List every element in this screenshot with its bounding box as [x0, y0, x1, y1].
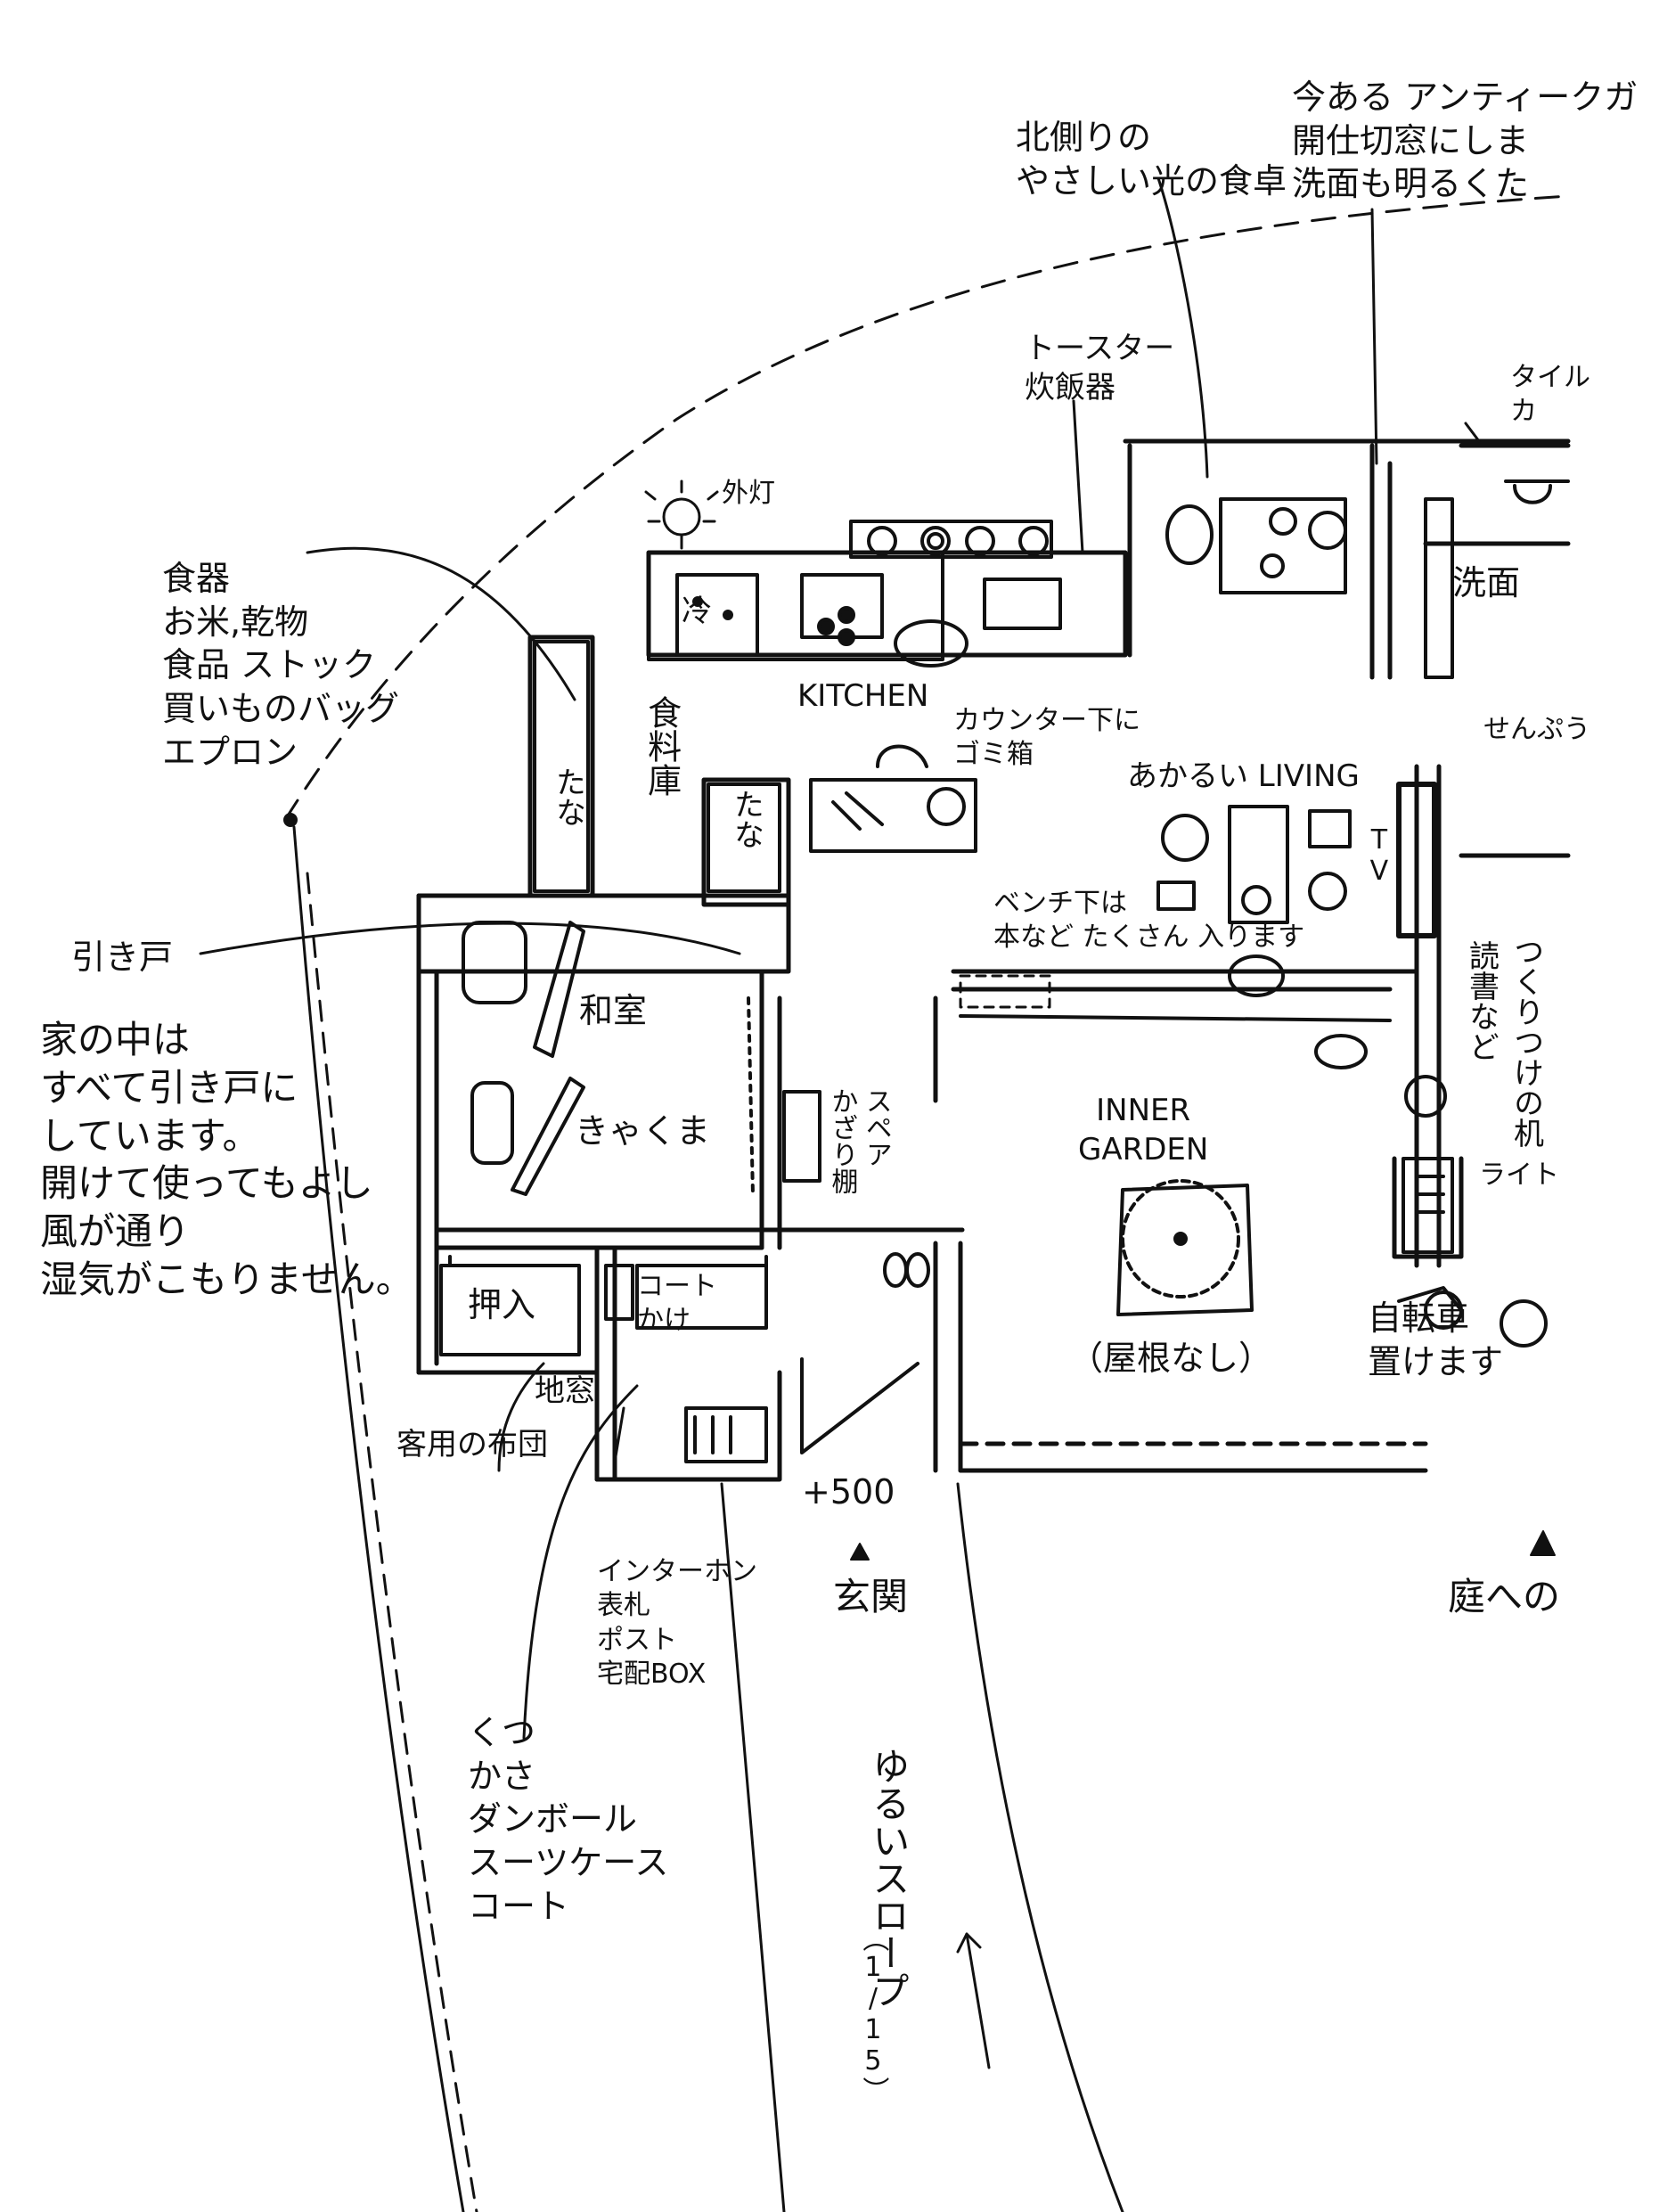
inner-garden-tree: [1116, 1179, 1254, 1316]
floor-window-label: 地窓: [535, 1373, 595, 1409]
kitchen-label: KITCHEN: [797, 678, 929, 714]
reading-note: 読書など: [1463, 940, 1500, 1061]
entrance-label: 玄関: [833, 1575, 909, 1618]
slope-ratio-label: （1/15）: [857, 1925, 889, 2103]
washroom-label: 洗面: [1452, 563, 1521, 602]
bench-line: [959, 1014, 1392, 1022]
toaster-note: トースター 炊飯器: [1025, 331, 1175, 406]
closet-label: 押入: [468, 1285, 536, 1324]
guest-futon-label: 客用の布団: [396, 1427, 548, 1462]
built-in-desk-note: つくりつけの机: [1508, 936, 1544, 1148]
leader-lines: [199, 176, 1481, 2212]
living-furniture: [1156, 497, 1437, 1069]
antique-window-note: 今ある アンティークガ 開仕切窓にしま 洗面も明るくた: [1292, 78, 1639, 204]
site-boundary-left: [292, 825, 465, 2212]
walls: [416, 438, 1571, 1482]
shelf-label-pantry: たな: [728, 789, 764, 849]
site-boundary-curve: [283, 194, 1570, 822]
washitsu-label: 和室: [579, 991, 648, 1030]
sliding-door-note: 家の中は すべて引き戸に しています。 開けて使ってもよし 風が通り 湿気がこも…: [40, 1018, 413, 1301]
fan-label: せんぷう: [1483, 714, 1590, 745]
slope-label: ゆるいスロープ: [866, 1747, 911, 2009]
north-light-note: 北側りの やさしい光の食卓: [1016, 118, 1287, 201]
garden-path-label: 庭への: [1448, 1575, 1561, 1618]
entry-storage-list: くつ かさ ダンボール スーツケース コート: [468, 1713, 669, 1926]
inner-garden-label: INNER GARDEN: [1078, 1093, 1209, 1167]
pantry-storage-list: 食器 お米,乾物 食品 ストック 買いものバッグ エプロン: [162, 559, 400, 772]
fridge-label: 冷: [682, 594, 712, 629]
coat-hanger-label: コート かけ: [637, 1271, 717, 1337]
outdoor-light-label: 外灯: [722, 478, 775, 509]
intercom-note: インターホン 表札 ポスト 宅配BOX: [597, 1556, 757, 1691]
living-label: あかるい LIVING: [1127, 758, 1360, 794]
shelf-left: [533, 640, 590, 893]
no-roof-label: （屋根なし）: [1069, 1339, 1273, 1378]
right-fixtures: [1397, 479, 1570, 1348]
light-label: ライト: [1479, 1159, 1559, 1191]
boundary-point: [283, 813, 298, 827]
kitchen-counter: [647, 520, 1062, 668]
display-shelf-label: スペア かざり棚: [826, 1087, 892, 1194]
sliding-door-label: 引き戸: [71, 938, 174, 977]
tile-note: タイル カ: [1510, 362, 1590, 428]
pantry-label: 食料庫: [642, 695, 682, 797]
entrance-area: [439, 1252, 930, 1463]
shelf-pantry: [707, 782, 781, 893]
bench-note: ベンチ下は 本など たくさん 入ります: [993, 888, 1305, 954]
island-counter: [809, 744, 977, 853]
trash-note: カウンター下に ゴミ箱: [953, 705, 1140, 771]
shelf-label-left: たな: [550, 766, 586, 827]
washitsu-rooms: [462, 921, 821, 1196]
garden-marker-triangle: [1530, 1530, 1556, 1556]
site-boundary-left-dash: [306, 872, 478, 2212]
bicycle-note: 自転車 置けます: [1368, 1299, 1504, 1381]
level-label: +500: [802, 1472, 895, 1512]
slope-arrow: [956, 1932, 991, 2069]
entrance-marker-triangle: [850, 1543, 870, 1561]
guest-room-label: きゃくま: [575, 1111, 711, 1151]
tv-label: TV: [1363, 824, 1395, 887]
bench: [959, 974, 1051, 1009]
outdoor-light-glyph: [644, 479, 719, 550]
